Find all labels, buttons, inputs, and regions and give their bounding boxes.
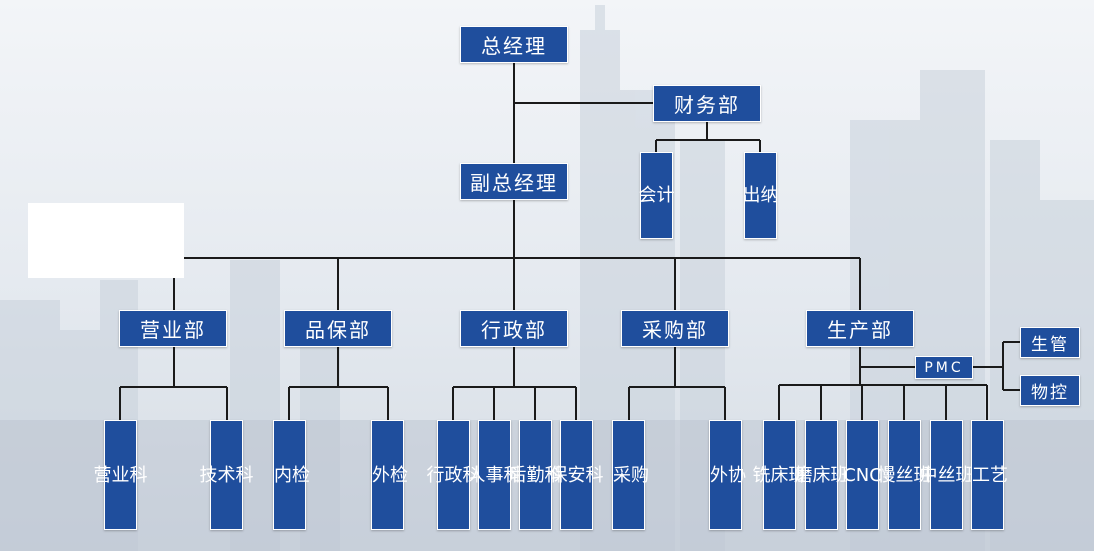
label-char: 术 [217, 464, 236, 486]
label-char: 中 [919, 464, 938, 486]
node-dept-admin: 行政部 [460, 310, 568, 347]
label-char: 检 [292, 464, 310, 486]
label-char: 班 [788, 464, 807, 486]
label-char: 行 [426, 464, 445, 486]
label-char: 后 [508, 464, 527, 486]
label-char: 班 [955, 464, 974, 486]
label-char: 丝 [895, 464, 914, 486]
node-logistics-section: 后勤科 [509, 420, 563, 530]
node-dept-sales: 营业部 [119, 310, 227, 347]
label-char: 技 [199, 464, 218, 486]
node-deputy-manager: 副总经理 [460, 163, 568, 200]
node-purchasing: 采购 [612, 420, 649, 530]
node-finance-dept: 财务部 [653, 85, 761, 122]
node-sales-section: 营业科 [94, 420, 148, 530]
label-char: 铣 [752, 464, 771, 486]
label-char: 工 [972, 464, 990, 486]
label-char: 班 [830, 464, 849, 486]
label-char: 床 [812, 464, 831, 486]
label-char: 艺 [990, 464, 1008, 486]
node-hr-section: 人事科 [468, 420, 522, 530]
node-medium-wire-team: 中丝班 [920, 420, 974, 530]
label-char: 科 [129, 464, 148, 486]
node-pmc: PMC [915, 356, 973, 379]
node-internal-inspection: 内检 [273, 420, 310, 530]
label-char: 安 [567, 464, 586, 486]
node-slow-wire-team: 慢丝班 [878, 420, 932, 530]
label-char: 采 [613, 464, 631, 486]
label-char: 出 [742, 185, 761, 206]
node-pmc-material-control: 物控 [1020, 375, 1080, 406]
node-grinding-team: 磨床班 [795, 420, 849, 530]
node-dept-production: 生产部 [806, 310, 914, 347]
label-char: 床 [770, 464, 789, 486]
label-char: C [869, 464, 882, 486]
label-char: 科 [462, 464, 481, 486]
node-finance-cashier: 出 纳 [742, 152, 779, 239]
label-char: C [843, 464, 856, 486]
label-char: 计 [656, 185, 675, 206]
label-char: 营 [93, 464, 112, 486]
blank-white-box [28, 203, 184, 278]
node-general-manager: 总经理 [460, 26, 568, 63]
label-char: 科 [544, 464, 563, 486]
label-char: 勤 [526, 464, 545, 486]
node-security-section: 保安科 [550, 420, 604, 530]
label-char: 外 [710, 464, 728, 486]
label-char: 政 [444, 464, 463, 486]
node-process-team: 工艺 [971, 420, 1008, 530]
label-char: 购 [631, 464, 649, 486]
node-external-inspection: 外检 [371, 420, 408, 530]
node-outsourcing: 外协 [709, 420, 746, 530]
label-char: 内 [274, 464, 292, 486]
label-char: 事 [485, 464, 504, 486]
label-char: 科 [585, 464, 604, 486]
label-char: 外 [372, 464, 390, 486]
node-pmc-production-control: 生管 [1020, 327, 1080, 358]
label-char: 丝 [937, 464, 956, 486]
node-dept-purchasing: 采购部 [621, 310, 729, 347]
label-char: 业 [111, 464, 130, 486]
label-char: 会 [638, 185, 657, 206]
label-char: 保 [549, 464, 568, 486]
label-char: 协 [728, 464, 746, 486]
node-dept-quality: 品保部 [284, 310, 392, 347]
label-char: 磨 [794, 464, 813, 486]
node-finance-accounting: 会 计 [638, 152, 675, 239]
label-char: 纳 [760, 185, 779, 206]
label-char: 科 [503, 464, 522, 486]
label-char: 班 [913, 464, 932, 486]
label-char: N [855, 464, 870, 486]
label-char: 人 [467, 464, 486, 486]
label-char: 检 [390, 464, 408, 486]
label-char: 慢 [877, 464, 896, 486]
node-admin-section: 行政科 [427, 420, 481, 530]
node-tech-section: 技术科 [200, 420, 254, 530]
node-milling-team: 铣床班 [753, 420, 807, 530]
label-char: 科 [235, 464, 254, 486]
